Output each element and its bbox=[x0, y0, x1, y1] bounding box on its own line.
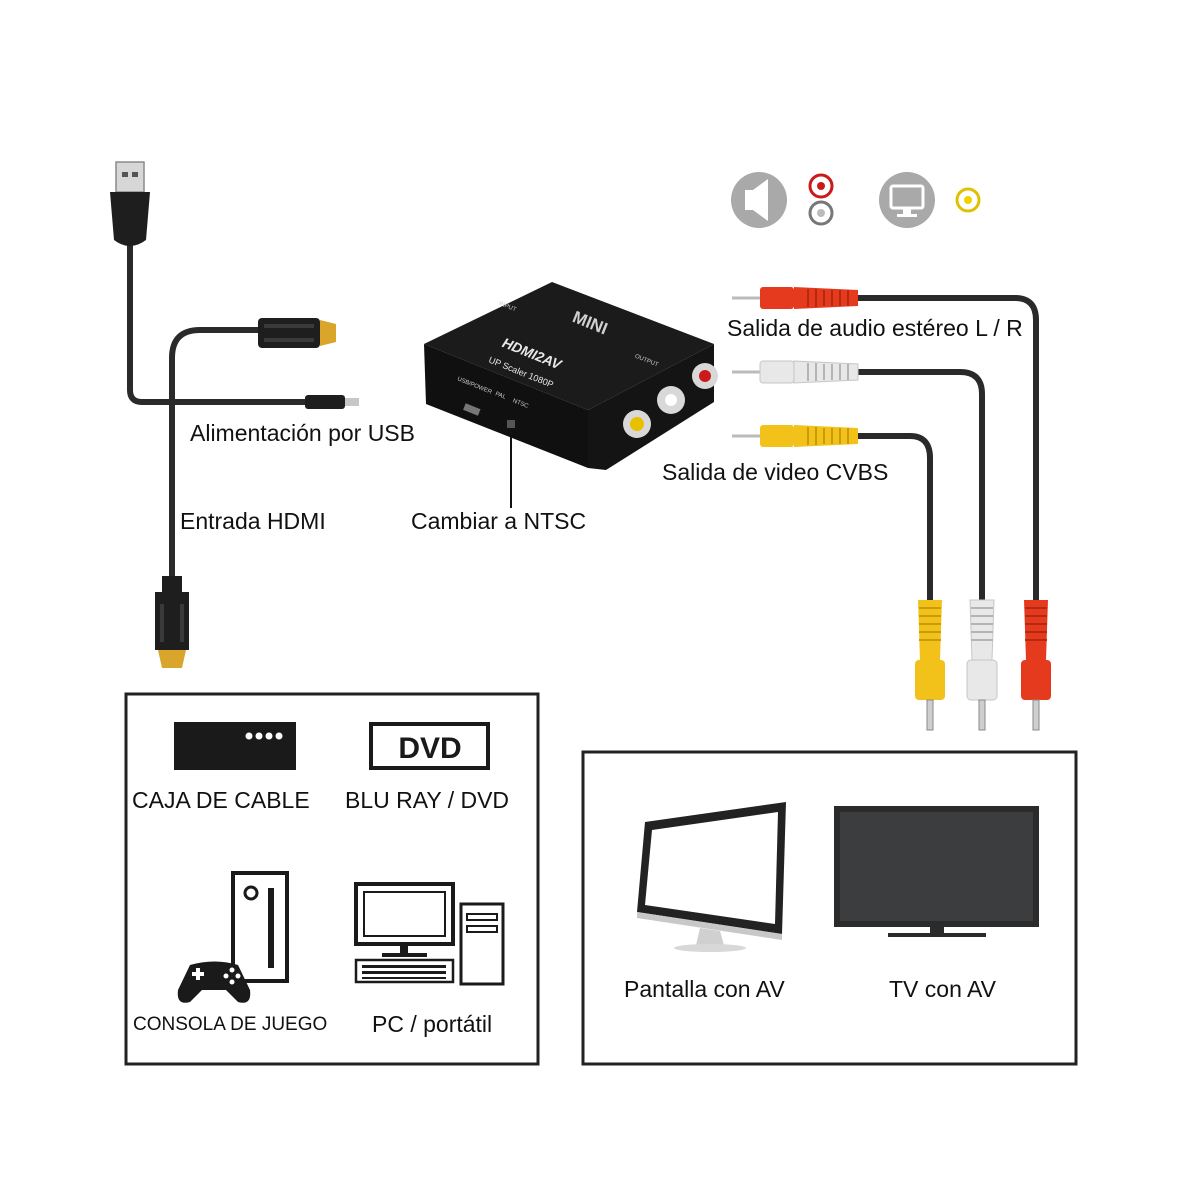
rca-plug-icon bbox=[915, 600, 945, 731]
converter-ntsc-label: NTSC bbox=[512, 398, 530, 410]
cable-box-label: CAJA DE CABLE bbox=[132, 787, 310, 813]
tv-label: TV con AV bbox=[889, 976, 996, 1002]
console-tower-icon bbox=[231, 871, 289, 983]
game-console-label: CONSOLA DE JUEGO bbox=[133, 1014, 328, 1035]
bluray-dvd-label: BLU RAY / DVD bbox=[345, 787, 510, 813]
monitor-label: Pantalla con AV bbox=[624, 976, 785, 1002]
audio-jacks-icon bbox=[808, 173, 834, 226]
rca-plug-icon bbox=[732, 360, 859, 384]
usb-plug-icon bbox=[110, 161, 150, 246]
pc-tower-icon bbox=[354, 882, 505, 986]
gamepad-icon bbox=[177, 961, 251, 1003]
dvd-logo-text: DVD bbox=[398, 732, 461, 765]
hdmi-plug-icon bbox=[258, 318, 336, 348]
dvd-logo-frame bbox=[369, 722, 490, 770]
cable-wires bbox=[127, 242, 1039, 603]
pc-laptop-label: PC / portátil bbox=[372, 1011, 493, 1037]
speaker-icon bbox=[731, 172, 787, 228]
rca-plug-icon bbox=[732, 425, 858, 447]
monitor-display-icon bbox=[637, 802, 786, 952]
hdmi-plug-icon bbox=[155, 576, 189, 668]
video-out-label: Salida de video CVBS bbox=[662, 459, 889, 485]
converter-pal-label: PAL bbox=[494, 391, 507, 401]
monitor-icon bbox=[879, 172, 935, 228]
usb-power-label: Alimentación por USB bbox=[190, 420, 415, 446]
converter-box bbox=[424, 282, 718, 470]
hdmi-input-label: Entrada HDMI bbox=[180, 508, 326, 534]
tv-icon bbox=[834, 806, 1039, 937]
cable-box-icon bbox=[174, 722, 296, 770]
rca-plug-icon bbox=[732, 287, 858, 309]
power-plug bbox=[305, 395, 359, 409]
rca-plug-icon bbox=[1021, 600, 1051, 731]
rca-plug-icon bbox=[966, 599, 998, 731]
ntsc-switch-label: Cambiar a NTSC bbox=[411, 508, 587, 534]
audio-out-label: Salida de audio estéreo L / R bbox=[727, 315, 1023, 341]
video-jack-icon bbox=[955, 187, 981, 213]
